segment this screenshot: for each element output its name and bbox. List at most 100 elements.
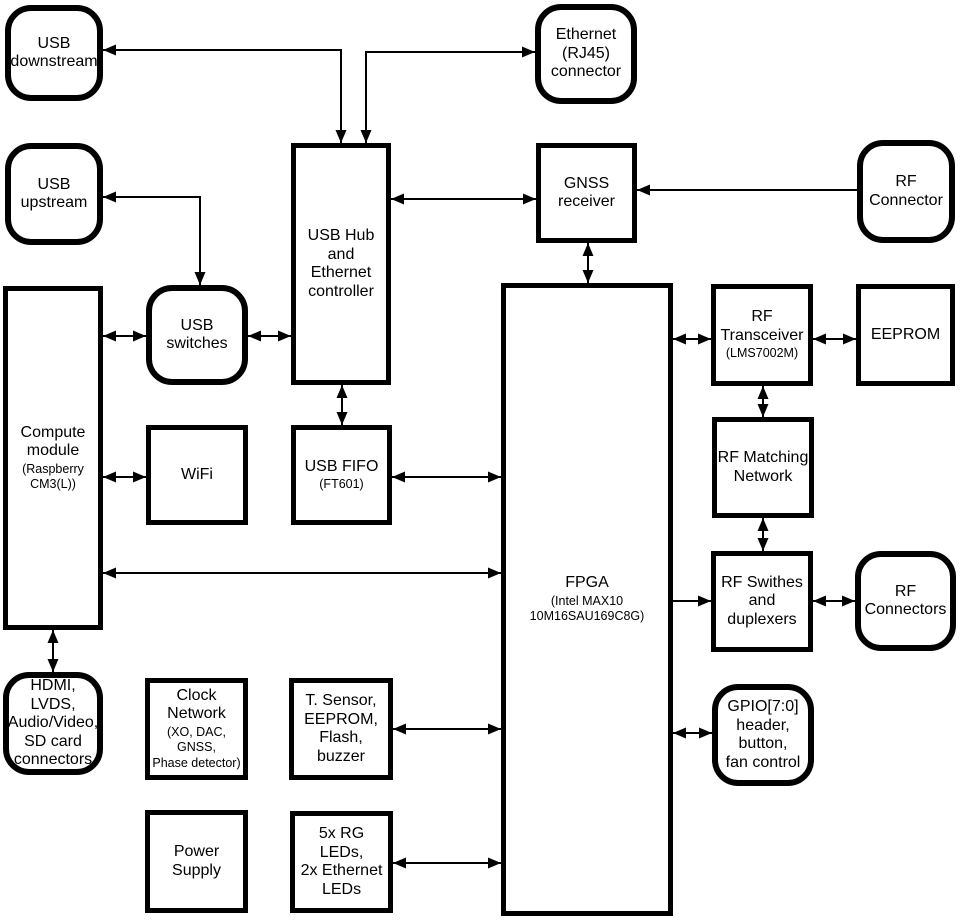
arrow-usb-hub--usb-fifo bbox=[336, 385, 348, 425]
arrowhead-icon bbox=[103, 191, 116, 203]
arrow-usb-fifo--fpga bbox=[392, 471, 501, 483]
arrowhead-icon bbox=[522, 46, 535, 58]
arrowhead-icon bbox=[103, 44, 116, 56]
arrow-usb-upstream--usb-switches bbox=[103, 191, 206, 285]
node-usb-downstream: USB downstream bbox=[5, 5, 103, 101]
node-usb-upstream: USB upstream bbox=[5, 143, 103, 245]
node-gpio: GPIO[7:0] header, button, fan control bbox=[712, 684, 814, 786]
usb-downstream-label: USB downstream bbox=[10, 34, 98, 71]
node-led-block: 5x RG LEDs, 2x Ethernet LEDs bbox=[290, 811, 393, 913]
arrow-ethernet-connector--usb-hub bbox=[360, 46, 535, 143]
usb-switches-label: USB switches bbox=[166, 316, 228, 353]
arrow-fpga--rf-transceiver bbox=[673, 333, 711, 345]
arrow-fpga--gpio bbox=[673, 727, 712, 739]
arrowhead-icon bbox=[103, 330, 116, 342]
arrowhead-icon bbox=[278, 330, 291, 342]
node-rf-connectors: RF Connectors bbox=[855, 551, 956, 651]
hdmi-connectors-label: HDMI, LVDS, Audio/Video, SD card connect… bbox=[7, 677, 99, 769]
node-ethernet-connector: Ethernet (RJ45) connector bbox=[535, 4, 637, 104]
rf-connector-label: RF Connector bbox=[869, 173, 943, 209]
usb-fifo-label: USB FIFO bbox=[304, 457, 379, 475]
arrow-compute-module--wifi bbox=[103, 471, 146, 483]
arrowhead-icon bbox=[133, 330, 146, 342]
arrowhead-icon bbox=[103, 567, 116, 579]
arrowhead-icon bbox=[393, 857, 406, 869]
arrowhead-icon bbox=[47, 659, 59, 672]
arrow-compute-module--usb-switches bbox=[103, 330, 146, 342]
arrowhead-icon bbox=[194, 272, 206, 285]
power-supply-label: Power Supply bbox=[172, 843, 221, 879]
arrowhead-icon bbox=[698, 595, 711, 607]
arrowhead-icon bbox=[336, 412, 348, 425]
usb-fifo-sublabel: (FT601) bbox=[319, 477, 364, 491]
arrowhead-icon bbox=[757, 518, 769, 531]
node-rf-switches: RF Swithes and duplexers bbox=[711, 551, 813, 652]
ethernet-connector-label: Ethernet (RJ45) connector bbox=[550, 26, 622, 81]
arrow-rf-transceiver--eeprom bbox=[813, 333, 856, 345]
arrowhead-icon bbox=[488, 471, 501, 483]
node-usb-switches: USB switches bbox=[146, 285, 248, 385]
arrow-compute-module--hdmi bbox=[47, 630, 59, 672]
arrowhead-icon bbox=[698, 333, 711, 345]
eeprom-label: EEPROM bbox=[870, 325, 941, 343]
arrow-usb-switches--usb-hub bbox=[248, 330, 291, 342]
arrow-fpga--rf-switches bbox=[673, 595, 711, 607]
arrowhead-icon bbox=[673, 333, 686, 345]
arrowhead-icon bbox=[757, 538, 769, 551]
compute-module-sublabel: (Raspberry CM3(L)) bbox=[22, 461, 84, 492]
arrowhead-icon bbox=[488, 567, 501, 579]
arrow-fpga--led-block bbox=[393, 857, 501, 869]
clock-network-sublabel: (XO, DAC, GNSS, Phase detector) bbox=[152, 724, 241, 770]
arrowhead-icon bbox=[392, 471, 405, 483]
rf-transceiver-label: RF Transceiver bbox=[720, 308, 804, 344]
gnss-receiver-label: GNSS receiver bbox=[558, 174, 615, 211]
arrow-compute-module--fpga bbox=[103, 567, 501, 579]
arrow-fpga--t-sensor-block bbox=[393, 723, 501, 735]
node-fpga: FPGA(Intel MAX10 10M16SAU169C8G) bbox=[501, 283, 673, 916]
arrowhead-icon bbox=[488, 723, 501, 735]
clock-network-label: Clock Network bbox=[167, 686, 226, 723]
node-compute-module: Compute module(Raspberry CM3(L)) bbox=[3, 286, 103, 630]
arrowhead-icon bbox=[813, 333, 826, 345]
arrowhead-icon bbox=[523, 193, 536, 205]
arrowhead-icon bbox=[393, 723, 406, 735]
arrow-gnss-receiver--fpga bbox=[582, 243, 594, 283]
node-usb-fifo: USB FIFO (FT601) bbox=[291, 425, 392, 525]
node-hdmi-connectors: HDMI, LVDS, Audio/Video, SD card connect… bbox=[3, 672, 103, 775]
node-eeprom: EEPROM bbox=[856, 284, 955, 386]
fpga-sublabel: (Intel MAX10 10M16SAU169C8G) bbox=[529, 593, 645, 624]
arrowhead-icon bbox=[360, 130, 372, 143]
usb-upstream-label: USB upstream bbox=[20, 175, 88, 212]
arrowhead-icon bbox=[843, 333, 856, 345]
compute-module-label: Compute module bbox=[20, 423, 86, 460]
arrow-usb-downstream--usb-hub bbox=[103, 44, 347, 143]
arrowhead-icon bbox=[335, 130, 347, 143]
node-rf-connector: RF Connector bbox=[857, 140, 955, 243]
arrow-usb-hub--gnss-receiver bbox=[391, 193, 536, 205]
node-rf-transceiver: RF Transceiver (LMS7002M) bbox=[711, 284, 813, 386]
arrowhead-icon bbox=[582, 270, 594, 283]
arrowhead-icon bbox=[813, 595, 826, 607]
rf-connectors-label: RF Connectors bbox=[864, 582, 947, 619]
arrowhead-icon bbox=[248, 330, 261, 342]
rf-switches-label: RF Swithes and duplexers bbox=[721, 573, 803, 628]
node-gnss-receiver: GNSS receiver bbox=[536, 143, 637, 243]
node-usb-hub: USB Hub and Ethernet controller bbox=[291, 143, 391, 385]
arrowhead-icon bbox=[757, 404, 769, 417]
arrow-rf-transceiver--rf-matching bbox=[757, 386, 769, 417]
arrowhead-icon bbox=[842, 595, 855, 607]
arrowhead-icon bbox=[673, 727, 686, 739]
rf-transceiver-sublabel: (LMS7002M) bbox=[725, 346, 799, 361]
arrow-rf-switches--rf-connectors bbox=[813, 595, 855, 607]
arrowhead-icon bbox=[637, 184, 650, 196]
arrow-rf-connector--gnss-receiver bbox=[637, 184, 857, 196]
node-wifi: WiFi bbox=[146, 425, 248, 525]
led-block-label: 5x RG LEDs, 2x Ethernet LEDs bbox=[300, 825, 383, 898]
node-t-sensor-block: T. Sensor, EEPROM, Flash, buzzer bbox=[289, 678, 393, 780]
arrowhead-icon bbox=[757, 386, 769, 399]
rf-matching-label: RF Matching Network bbox=[717, 449, 809, 485]
fpga-label: FPGA bbox=[565, 574, 609, 592]
t-sensor-block-label: T. Sensor, EEPROM, Flash, buzzer bbox=[304, 692, 378, 765]
